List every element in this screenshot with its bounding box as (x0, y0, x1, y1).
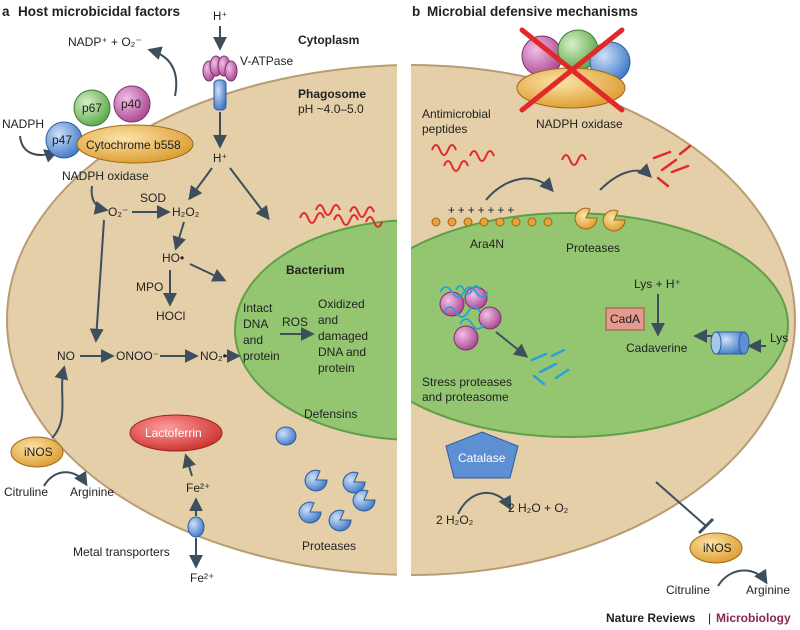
proteases-label-b: Proteases (566, 241, 620, 255)
bacterium-body-a (234, 219, 401, 441)
cytoplasm-label: Cytoplasm (298, 33, 359, 47)
inos-icon-b (689, 532, 743, 564)
cross-icon (519, 27, 625, 113)
inos-icon-a (10, 436, 64, 468)
lys-h-label: Lys + H⁺ (634, 277, 681, 291)
bound-peptides-a (299, 204, 383, 228)
intact-line-2: DNA (243, 317, 268, 331)
panel-b: b Microbial defensive mechanisms NADPH o… (411, 4, 796, 597)
bacterium-body-b (411, 212, 789, 438)
v-atpase-icon (202, 55, 238, 111)
protein-fragments-b (530, 348, 570, 386)
nadp-arrow (147, 46, 178, 97)
panel-b-letter: b (412, 4, 420, 19)
metal-transporters-label: Metal transporters (73, 545, 170, 559)
oxidized-line-2: and (318, 313, 338, 327)
inos-label-b: iNOS (703, 541, 732, 555)
free-peptides-b (431, 144, 495, 172)
p67-label: p67 (82, 101, 102, 115)
superoxide-label: O₂⁻ (108, 205, 128, 219)
phagosome-cell-a (6, 64, 401, 576)
antimicrobial-line-2: peptides (422, 122, 467, 136)
nadph-label: NADPH (2, 117, 44, 131)
intact-line-3: and (243, 333, 263, 347)
cada-label: CadA (610, 312, 640, 326)
intact-line-4: protein (243, 349, 280, 363)
sod-label: SOD (140, 191, 166, 205)
arginine-label-a: Arginine (70, 485, 114, 499)
h2o2-label-b: 2 H₂O₂ (436, 513, 474, 527)
catalase-icon (445, 431, 519, 479)
products-label: 2 H₂O + O₂ (508, 501, 569, 515)
nadph-oxidase-label-a: NADPH oxidase (62, 169, 149, 183)
footer-credit: Nature Reviews | Microbiology (606, 611, 791, 625)
lys-label: Lys (770, 331, 788, 345)
fe-bottom-label: Fe²⁺ (190, 571, 214, 585)
v-atpase-label: V-ATPase (240, 54, 293, 68)
peptide-fragments-b (652, 144, 692, 188)
mpo-label: MPO (136, 280, 163, 294)
inos-label-a: iNOS (24, 445, 53, 459)
defensin-icon (275, 426, 297, 446)
citruline-label-a: Citruline (4, 485, 48, 499)
cytochrome-label: Cytochrome b558 (86, 138, 181, 152)
cada-box (605, 307, 645, 331)
lys-cadaverine-transporter-icon (710, 331, 750, 355)
oxidized-line-1: Oxidized (318, 297, 365, 311)
metal-transporter-icon (187, 516, 205, 538)
arginine-label-b: Arginine (746, 583, 790, 597)
footer-journal: Nature Reviews (606, 611, 696, 625)
footer-separator: | (708, 611, 711, 625)
fe-top-label: Fe²⁺ (186, 481, 210, 495)
no-label: NO (57, 349, 75, 363)
defensins-label: Defensins (304, 407, 357, 421)
oxidized-line-3: damaged (318, 329, 368, 343)
panel-a: a Host microbicidal factors NADP⁺ + O₂⁻ … (2, 4, 405, 590)
ros-label: ROS (282, 315, 308, 329)
bacterium-label: Bacterium (286, 263, 345, 277)
no2-label: NO₂• (200, 349, 227, 363)
citruline-label-b: Citruline (666, 583, 710, 597)
hocl-label: HOCl (156, 309, 185, 323)
stress-line-2: and proteasome (422, 390, 509, 404)
stress-line-1: Stress proteases (422, 375, 512, 389)
p40-label: p40 (121, 97, 141, 111)
h2o2-label-a: H₂O₂ (172, 205, 200, 219)
h-plus-mid-label: H⁺ (213, 153, 227, 165)
proteases-label-a: Proteases (302, 539, 356, 553)
catalase-label: Catalase (458, 451, 506, 465)
h-plus-top-label: H⁺ (213, 11, 227, 23)
ara4n-label: Ara4N (470, 237, 504, 251)
proteases-icons-a (298, 469, 376, 532)
p47-label: p47 (52, 133, 72, 147)
antimicrobial-line-1: Antimicrobial (422, 107, 491, 121)
inhibition-line (655, 481, 707, 527)
onoo-label: ONOO⁻ (116, 349, 159, 363)
footer-section: Microbiology (716, 611, 791, 625)
cadaverine-label: Cadaverine (626, 341, 688, 355)
nadph-oxidase-complex-b (516, 29, 631, 109)
oxidized-line-5: protein (318, 361, 355, 375)
panel-a-title: Host microbicidal factors (18, 4, 180, 19)
nadp-reaction-label: NADP⁺ + O₂⁻ (68, 35, 142, 49)
nadph-oxidase-complex-a (45, 85, 194, 164)
nadph-oxidase-label-b: NADPH oxidase (536, 117, 623, 131)
intact-line-1: Intact (243, 301, 273, 315)
panel-a-letter: a (2, 4, 10, 19)
proteasome-cluster (439, 285, 502, 351)
phagosome-ph-label: pH ~4.0–5.0 (298, 102, 364, 116)
peptide-b-intact (561, 154, 587, 166)
charges-label: + + + + + + + (448, 205, 514, 217)
ara4n-row (431, 217, 553, 227)
lactoferrin-icon (129, 414, 223, 452)
panel-b-title: Microbial defensive mechanisms (427, 4, 638, 19)
hydroxyl-label: HO• (162, 251, 184, 265)
membrane-proteases-b (574, 207, 626, 232)
lactoferrin-label: Lactoferrin (145, 426, 202, 440)
phagosome-label: Phagosome (298, 87, 366, 101)
oxidized-line-4: DNA and (318, 345, 366, 359)
